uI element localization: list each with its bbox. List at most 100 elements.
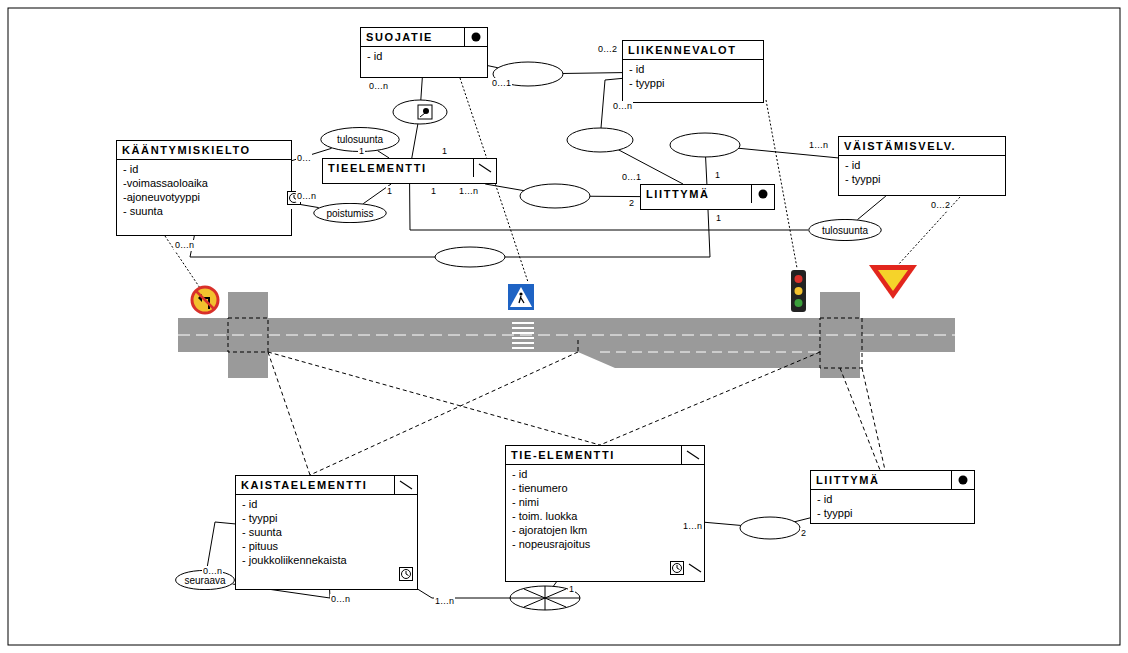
geometry-icon xyxy=(681,446,704,464)
entity-header: SUOJATIE xyxy=(361,28,487,47)
multiplicity: 0…n xyxy=(296,191,317,202)
dot-icon xyxy=(956,473,970,487)
association-line xyxy=(858,196,886,220)
entity-header: LIIKENNEVALOT xyxy=(623,41,763,60)
multiplicity: 1…n xyxy=(808,140,829,151)
attribute: - id xyxy=(242,497,411,511)
entity-header: LIITTYMÄ xyxy=(641,185,774,203)
attribute: - id xyxy=(123,162,285,176)
time-icon xyxy=(688,561,702,579)
attribute: - nopeusrajoitus xyxy=(512,537,698,551)
line-icon xyxy=(686,448,700,462)
line-icon xyxy=(688,561,702,575)
entity-box: TIEELEMENTTI xyxy=(322,158,497,184)
multiplicity: 0…n xyxy=(330,594,351,605)
attribute: - joukkoliikennekaista xyxy=(242,553,411,567)
multiplicity: 0…1 xyxy=(491,78,512,89)
entity-box: LIITTYMÄ- id- tyyppi xyxy=(810,470,975,524)
multiplicity: 1…n xyxy=(682,521,703,532)
attribute: - pituus xyxy=(242,539,411,553)
entity-header: TIEELEMENTTI xyxy=(323,159,496,177)
multiplicity: 1 xyxy=(715,213,722,224)
multiplicity: 1…n xyxy=(458,186,479,197)
geometry-icon xyxy=(464,28,487,46)
entity-name: TIEELEMENTTI xyxy=(323,159,473,177)
multiplicity: 0…n xyxy=(202,566,223,577)
entity-box: VÄISTÄMISVELV.- id- tyyppi xyxy=(838,136,1006,196)
attribute: - id xyxy=(629,62,757,76)
attribute: - tyyppi xyxy=(845,172,999,186)
line-icon xyxy=(399,478,413,492)
association-line xyxy=(378,151,390,158)
dot-icon xyxy=(756,187,770,201)
attribute: - toim. luokka xyxy=(512,509,698,523)
multiplicity: 2 xyxy=(800,528,807,539)
attribute: - ajoratojen lkm xyxy=(512,523,698,537)
time-icon xyxy=(670,561,684,579)
attribute: -ajoneuvotyyppi xyxy=(123,190,285,204)
geometry-icon xyxy=(951,471,974,489)
time-icon xyxy=(399,567,413,585)
multiplicity: 0…1 xyxy=(621,172,642,183)
multiplicity: 0…n xyxy=(612,101,633,112)
attribute: - id xyxy=(512,467,698,481)
multiplicity: 1 xyxy=(714,170,721,181)
line-path xyxy=(378,151,390,158)
multiplicity: 2 xyxy=(628,198,635,209)
multiplicity: 1…n xyxy=(434,596,455,607)
attribute: - tyyppi xyxy=(629,76,757,90)
geometry-icon xyxy=(751,185,774,203)
relation-label: tulosuunta xyxy=(337,134,383,145)
entity-box: LIIKENNEVALOT- id- tyyppi xyxy=(622,40,764,103)
multiplicity: 1 xyxy=(568,584,575,595)
entity-box: SUOJATIE - id xyxy=(360,27,488,78)
entity-header: KÄÄNTYMISKIELTO xyxy=(117,141,291,160)
multiplicity: 0… xyxy=(296,153,312,164)
dot-icon xyxy=(469,30,483,44)
association-line xyxy=(410,184,808,230)
attribute: - nimi xyxy=(512,495,698,509)
entity-name: VÄISTÄMISVELV. xyxy=(839,137,1005,155)
line-path xyxy=(410,184,808,230)
attribute-list: - id- tyyppi- suunta- pituus- joukkoliik… xyxy=(236,495,417,570)
multiplicity: 1 xyxy=(386,186,393,197)
entity-header: TIE-ELEMENTTI xyxy=(506,446,704,465)
multiplicity: 0…n xyxy=(368,81,389,92)
multiplicity: 1 xyxy=(430,186,437,197)
entity-name: LIITTYMÄ xyxy=(641,185,751,203)
relation-label: poistumiss xyxy=(326,208,373,219)
geometry-icon xyxy=(394,476,417,494)
entity-header: KAISTAELEMENTTI xyxy=(236,476,417,495)
relation-label: tulosuunta xyxy=(822,225,868,236)
attribute: - id xyxy=(817,492,968,506)
attribute-list: - id- tyyppi xyxy=(811,490,974,523)
geometry-icon xyxy=(473,159,496,177)
entity-name: KAISTAELEMENTTI xyxy=(236,476,394,494)
clock-icon xyxy=(399,567,413,581)
entity-header: LIITTYMÄ xyxy=(811,471,974,490)
relation-ellipse: poistumiss xyxy=(313,203,387,223)
attribute: -voimassaoloaika xyxy=(123,176,285,190)
entity-name: TIE-ELEMENTTI xyxy=(506,446,681,464)
entity-header: VÄISTÄMISVELV. xyxy=(839,137,1005,156)
attribute: - suunta xyxy=(242,525,411,539)
line-path xyxy=(207,522,235,570)
attribute-list: - id- tyyppi xyxy=(839,156,1005,189)
entity-box: LIITTYMÄ xyxy=(640,184,775,210)
attribute-list: - id- tyyppi xyxy=(623,60,763,93)
attribute: - id xyxy=(367,49,481,63)
entity-name: KÄÄNTYMISKIELTO xyxy=(117,141,291,159)
relation-ellipse: tulosuunta xyxy=(808,219,882,241)
multiplicity: 0…2 xyxy=(930,200,951,211)
entity-name: SUOJATIE xyxy=(361,28,464,46)
entity-name: LIITTYMÄ xyxy=(811,471,951,489)
multiplicity: 0…n xyxy=(174,240,195,251)
entity-box: TIE-ELEMENTTI - id- tienumero- nimi- toim… xyxy=(505,445,705,582)
association-line xyxy=(207,522,235,570)
attribute: - tyyppi xyxy=(817,506,968,520)
multiplicity: 0…2 xyxy=(597,44,618,55)
multiplicity: 1 xyxy=(441,146,448,157)
attribute: - tienumero xyxy=(512,481,698,495)
clock-icon xyxy=(670,561,684,575)
